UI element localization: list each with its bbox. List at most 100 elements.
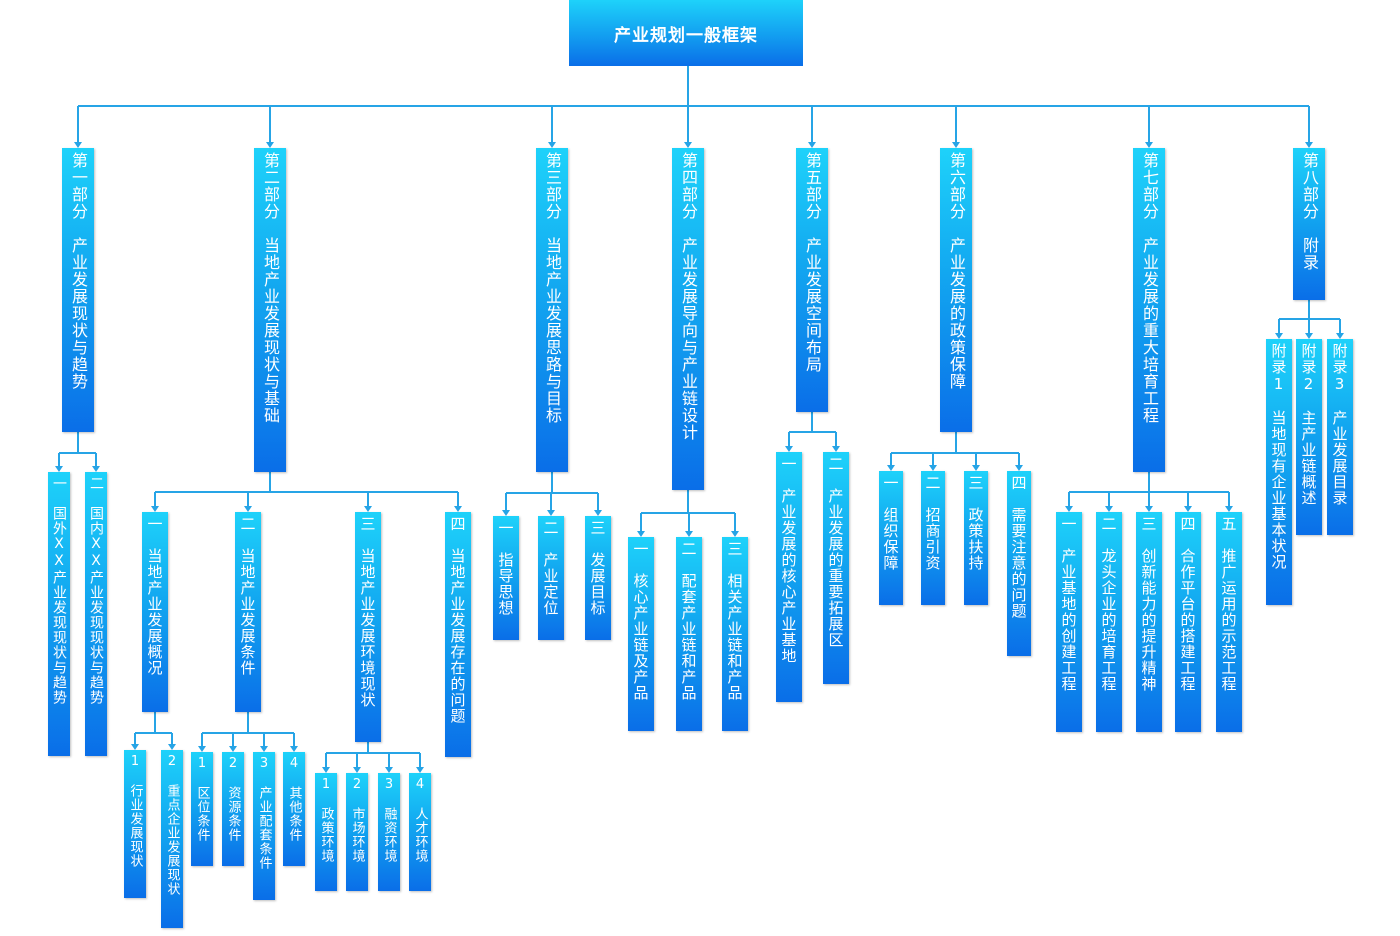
root-connector-arrow-5 xyxy=(952,142,960,148)
part-2-node-label: 第二部分 当地产业发展现状与基础 xyxy=(261,152,280,424)
part-2-section-3-item-2-node: 2 市场环境 xyxy=(346,773,368,891)
part-2-section-2-item-2-node-label: 2 资源条件 xyxy=(225,756,241,842)
root-node-title: 产业规划一般框架 xyxy=(569,0,803,66)
part-5-node: 第五部分 产业发展空间布局 xyxy=(796,148,828,412)
part-4-section-1-node: 一 核心产业链及产品 xyxy=(628,537,654,731)
part-2-section-3-item-4-node: 4 人才环境 xyxy=(409,773,431,891)
part-2-section-3-item-2-node-label: 2 市场环境 xyxy=(349,777,365,863)
part-2-connector-arrow-0 xyxy=(151,506,159,512)
part-7-connector-arrow-1 xyxy=(1105,506,1113,512)
part-1-section-2-node-label: 二 国内XX产业发现现状与趋势 xyxy=(88,476,104,705)
part-2-section-1-item-1-node: 1 行业发展现状 xyxy=(124,750,146,898)
part-2-section-4-node: 四 当地产业发展存在的问题 xyxy=(445,512,471,757)
part-2-node: 第二部分 当地产业发展现状与基础 xyxy=(254,148,286,472)
part-1-section-1-node: 一 国外XX产业发现现状与趋势 xyxy=(48,472,70,756)
part-5-node-label: 第五部分 产业发展空间布局 xyxy=(803,152,822,373)
part-8-section-3-node: 附录3 产业发展目录 xyxy=(1327,339,1353,535)
part-2-connector-arrow-3 xyxy=(454,506,462,512)
part-6-section-1-node: 一 组织保障 xyxy=(879,471,903,605)
part-5-section-1-node: 一 产业发展的核心产业基地 xyxy=(776,452,802,702)
part-3-connector-arrow-0 xyxy=(502,510,510,516)
part-2-section-3-item-4-node-label: 4 人才环境 xyxy=(412,777,428,863)
part-2-section-2-item-3-node: 3 产业配套条件 xyxy=(253,752,275,900)
part-6-node-label: 第六部分 产业发展的政策保障 xyxy=(947,152,966,390)
part-6-section-3-node-label: 三 政策扶持 xyxy=(966,475,985,571)
part-8-connector-arrow-2 xyxy=(1336,333,1344,339)
part-8-section-2-node-label: 附录2 主产业链概述 xyxy=(1299,343,1318,506)
part-2-section-2-connector-arrow-3 xyxy=(290,746,298,752)
part-2-section-3-item-3-node: 3 融资环境 xyxy=(378,773,400,891)
part-4-section-2-node: 二 配套产业链和产品 xyxy=(676,537,702,731)
part-4-section-3-node: 三 相关产业链和产品 xyxy=(722,537,748,731)
part-2-section-1-item-2-node-label: 2 重点企业发展现状 xyxy=(164,754,180,896)
part-2-section-2-node-label: 二 当地产业发展条件 xyxy=(238,516,257,676)
part-7-connector-arrow-2 xyxy=(1145,506,1153,512)
part-3-section-1-node-label: 一 指导思想 xyxy=(496,520,515,616)
part-2-section-2-connector-arrow-0 xyxy=(198,746,206,752)
part-2-section-2-connector-arrow-2 xyxy=(260,746,268,752)
root-connector-arrow-2 xyxy=(548,142,556,148)
part-3-section-3-node: 三 发展目标 xyxy=(585,516,611,640)
part-2-connector-arrow-2 xyxy=(364,506,372,512)
part-1-node-label: 第一部分 产业发展现状与趋势 xyxy=(69,152,88,390)
part-8-section-1-node-label: 附录1 当地现有企业基本状况 xyxy=(1269,343,1288,570)
part-7-section-2-node-label: 二 龙头企业的培育工程 xyxy=(1099,516,1118,692)
part-1-connector-arrow-0 xyxy=(55,466,63,472)
part-8-section-2-node: 附录2 主产业链概述 xyxy=(1296,339,1322,535)
part-2-section-3-connector-arrow-1 xyxy=(353,767,361,773)
root-connector-arrow-0 xyxy=(74,142,82,148)
part-7-section-1-node-label: 一 产业基地的创建工程 xyxy=(1059,516,1078,692)
part-6-section-3-node: 三 政策扶持 xyxy=(964,471,988,605)
part-7-connector-arrow-4 xyxy=(1225,506,1233,512)
part-2-section-4-node-label: 四 当地产业发展存在的问题 xyxy=(448,516,467,724)
part-5-section-1-node-label: 一 产业发展的核心产业基地 xyxy=(779,456,798,664)
part-3-section-2-node: 二 产业定位 xyxy=(538,516,564,640)
part-2-section-3-connector-arrow-0 xyxy=(322,767,330,773)
part-3-node: 第三部分 当地产业发展思路与目标 xyxy=(536,148,568,472)
part-2-section-1-node: 一 当地产业发展概况 xyxy=(142,512,168,712)
part-2-section-2-item-1-node-label: 1 区位条件 xyxy=(194,756,210,842)
part-4-connector-arrow-2 xyxy=(731,531,739,537)
part-4-node: 第四部分 产业发展导向与产业链设计 xyxy=(672,148,704,490)
part-2-section-3-item-3-node-label: 3 融资环境 xyxy=(381,777,397,863)
part-2-section-2-node: 二 当地产业发展条件 xyxy=(235,512,261,712)
part-7-connector-arrow-3 xyxy=(1184,506,1192,512)
part-6-section-2-node: 二 招商引资 xyxy=(921,471,945,605)
part-5-connector-arrow-1 xyxy=(832,446,840,452)
part-7-section-4-node: 四 合作平台的搭建工程 xyxy=(1175,512,1201,732)
part-3-node-label: 第三部分 当地产业发展思路与目标 xyxy=(543,152,562,424)
part-8-node: 第八部分 附录 xyxy=(1293,148,1325,300)
part-2-connector-arrow-1 xyxy=(244,506,252,512)
part-3-section-1-node: 一 指导思想 xyxy=(493,516,519,640)
part-6-connector-arrow-3 xyxy=(1015,465,1023,471)
part-2-section-3-item-1-node: 1 政策环境 xyxy=(315,773,337,891)
part-2-section-2-item-4-node: 4 其他条件 xyxy=(283,752,305,866)
part-8-connector-arrow-1 xyxy=(1305,333,1313,339)
part-4-section-3-node-label: 三 相关产业链和产品 xyxy=(725,541,744,701)
part-2-section-3-item-1-node-label: 1 政策环境 xyxy=(318,777,334,863)
part-4-node-label: 第四部分 产业发展导向与产业链设计 xyxy=(679,152,698,441)
part-4-section-2-node-label: 二 配套产业链和产品 xyxy=(679,541,698,701)
part-2-section-1-node-label: 一 当地产业发展概况 xyxy=(145,516,164,676)
root-connector-arrow-3 xyxy=(684,142,692,148)
part-4-connector-arrow-1 xyxy=(685,531,693,537)
part-7-section-4-node-label: 四 合作平台的搭建工程 xyxy=(1178,516,1197,692)
part-1-connector-arrow-1 xyxy=(92,466,100,472)
part-8-node-label: 第八部分 附录 xyxy=(1300,152,1319,271)
part-2-section-2-item-1-node: 1 区位条件 xyxy=(191,752,213,866)
part-2-section-3-node-label: 三 当地产业发展环境现状 xyxy=(358,516,377,708)
part-2-section-2-item-3-node-label: 3 产业配套条件 xyxy=(256,756,272,870)
part-7-connector-arrow-0 xyxy=(1065,506,1073,512)
part-6-section-4-node: 四 需要注意的问题 xyxy=(1007,471,1031,656)
part-8-section-3-node-label: 附录3 产业发展目录 xyxy=(1330,343,1349,506)
root-connector-arrow-1 xyxy=(266,142,274,148)
part-4-section-1-node-label: 一 核心产业链及产品 xyxy=(631,541,650,701)
part-7-section-2-node: 二 龙头企业的培育工程 xyxy=(1096,512,1122,732)
part-1-node: 第一部分 产业发展现状与趋势 xyxy=(62,148,94,432)
part-6-section-1-node-label: 一 组织保障 xyxy=(881,475,900,571)
root-connector-arrow-4 xyxy=(808,142,816,148)
part-3-connector-arrow-2 xyxy=(594,510,602,516)
part-7-section-1-node: 一 产业基地的创建工程 xyxy=(1056,512,1082,732)
part-8-connector-arrow-0 xyxy=(1275,333,1283,339)
